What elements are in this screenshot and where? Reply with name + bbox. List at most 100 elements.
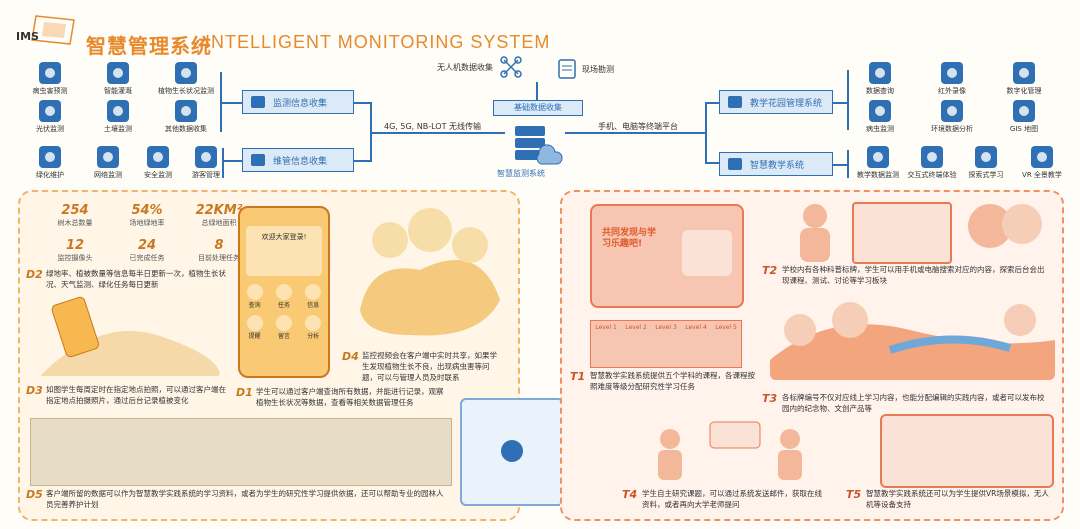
note-d4-label: D4 (342, 350, 359, 363)
student-sketch (800, 204, 830, 262)
note-d2-label: D2 (26, 268, 43, 281)
teaching-system-icon (728, 158, 742, 170)
phone-menu-item[interactable]: 信息 (301, 284, 325, 309)
pest-monitor-icon (869, 100, 891, 122)
drone-icon (500, 56, 522, 78)
tablet-ui: 共同发现与学习乐趣吧! (590, 204, 744, 308)
tile-visitor: 游客管理 (176, 146, 236, 180)
connector-line (705, 102, 719, 104)
tile-network: 网络监测 (78, 146, 138, 180)
ims-logo-icon (31, 15, 75, 45)
tree-sketch (968, 204, 1042, 248)
connector-line (847, 150, 849, 178)
tile-irrigation: 智能灌溉 (88, 62, 148, 96)
title-cn: 智慧管理系统 (86, 34, 212, 58)
vr-screen (880, 414, 1054, 488)
note-d5-label: D5 (26, 488, 43, 501)
tile-plant-growth: 植物生长状况监测 (156, 62, 216, 96)
phone-menu-item[interactable]: 分析 (301, 315, 325, 340)
tile-greening: 绿化维护 (20, 146, 80, 180)
level-tab[interactable]: Level 2 (625, 324, 647, 331)
play-icon[interactable] (501, 440, 523, 462)
connector-line (705, 162, 719, 164)
connector-line (536, 82, 538, 100)
phone-menu-item[interactable]: 提醒 (243, 315, 267, 340)
levels-ui: Level 1 Level 2 Level 3 Level 4 Level 5 (590, 320, 742, 368)
monitor-collect-box: 监测信息收集 (242, 90, 354, 114)
vr-icon (1031, 146, 1053, 168)
garden-system-icon (728, 96, 742, 108)
survey-icon (558, 59, 576, 79)
irrigation-icon (107, 62, 129, 84)
bike-safety-icon (147, 146, 169, 168)
note-t3-text: 各标牌编号不仅对应线上学习内容，也能分配编辑的实践内容，或者可以发布校园内的纪念… (782, 393, 1045, 413)
note-t2-text: 学校内有各种科普标牌，学生可以用手机或电脑搜索对应的内容，探索后台会出现课程、测… (782, 265, 1045, 285)
connector-line (222, 160, 242, 162)
gis-map-icon (1013, 100, 1035, 122)
connector-line (705, 102, 707, 162)
phone-menu-item[interactable]: 任务 (272, 284, 296, 309)
server-label: 智慧监测系统 (497, 169, 545, 178)
note-t1-text: 智慧教学实践系统提供五个学科的课程，各课程按照难度等级分配研究性学习任务 (590, 371, 755, 391)
level-tab[interactable]: Level 5 (715, 324, 737, 331)
note-d2-text: 绿地率、植被数量等信息每半日更新一次，植物生长状况、天气监测、绿化任务每日更新 (46, 269, 226, 289)
note-d5-text: 客户端所留的数据可以作为智慧教学实践系统的学习资料，或者为学生的研究性学习提供依… (46, 489, 444, 509)
tile-digital: 数字化管理 (994, 62, 1054, 96)
left-link-label: 4G, 5G, NB-LOT 无线传输 (384, 122, 482, 131)
visitor-icon (195, 146, 217, 168)
tile-gis: GIS 地图 (994, 100, 1054, 134)
tile-pest-warning: 病虫害预测 (20, 62, 80, 96)
tile-data-collect: 其他数据收集 (156, 100, 216, 134)
phone-menu-item[interactable]: 查询 (243, 284, 267, 309)
connector-line (222, 148, 224, 178)
plant-growth-icon (175, 62, 197, 84)
note-t1-label: T1 (570, 370, 586, 383)
phone-welcome: 欢迎大家登录! (246, 226, 322, 276)
server-icon (515, 126, 563, 165)
data-query-icon (869, 62, 891, 84)
phone-mound-sketch (40, 296, 220, 376)
data-collect-icon (175, 100, 197, 122)
note-t2-label: T2 (762, 264, 778, 277)
monitor-collect-icon (251, 96, 265, 108)
connector-line (354, 160, 370, 162)
tile-env-analysis: 环境数据分析 (922, 100, 982, 134)
note-t4-text: 学生自主研究课题，可以通过系统发送邮件，获取在线资料，或者再向大学老师提问 (642, 489, 822, 509)
teaching-data-icon (867, 146, 889, 168)
stat-green-rate: 54%场地绿地率 (129, 203, 165, 227)
drone-label: 无人机数据收集 (437, 63, 493, 72)
greening-icon (39, 146, 61, 168)
level-tab[interactable]: Level 3 (655, 324, 677, 331)
connector-line (354, 102, 370, 104)
connector-line (833, 102, 847, 104)
connector-line (833, 164, 847, 166)
phone-ui: 欢迎大家登录! 查询 任务 信息 提醒 留言 分析 (238, 206, 330, 378)
note-d1-text: 学生可以通过客户端查询所有数据，并能进行记录，观察植物生长状况等数据，查看等相关… (256, 387, 444, 407)
note-d3-label: D3 (26, 384, 43, 397)
research-sketch (658, 421, 802, 480)
tile-interactive: 交互式终端体验 (902, 146, 962, 180)
photo-strip (30, 418, 452, 486)
level-tab[interactable]: Level 1 (595, 324, 617, 331)
level-tab[interactable]: Level 4 (685, 324, 707, 331)
note-t4-label: T4 (622, 488, 638, 501)
infrared-icon (941, 62, 963, 84)
solar-icon (39, 100, 61, 122)
maintenance-collect-icon (251, 154, 265, 166)
network-icon (97, 146, 119, 168)
note-d1-label: D1 (236, 386, 253, 399)
pest-warning-icon (39, 62, 61, 84)
tile-infrared: 红外录像 (922, 62, 982, 96)
hub-box: 基础数据收集 (493, 100, 583, 116)
title-en: INTELLIGENT MONITORING SYSTEM (205, 32, 551, 52)
laptop-ui (460, 398, 564, 506)
note-t5-text: 智慧教学实践系统还可以为学生提供VR场景模拟，无人机等设备支持 (866, 489, 1049, 509)
connector-line (565, 132, 705, 134)
landscape-sketch (770, 302, 1055, 380)
tile-teaching-data: 教学数据监测 (848, 146, 908, 180)
right-link-label: 手机、电脑等终端平台 (598, 122, 678, 131)
phone-menu-item[interactable]: 留言 (272, 315, 296, 340)
